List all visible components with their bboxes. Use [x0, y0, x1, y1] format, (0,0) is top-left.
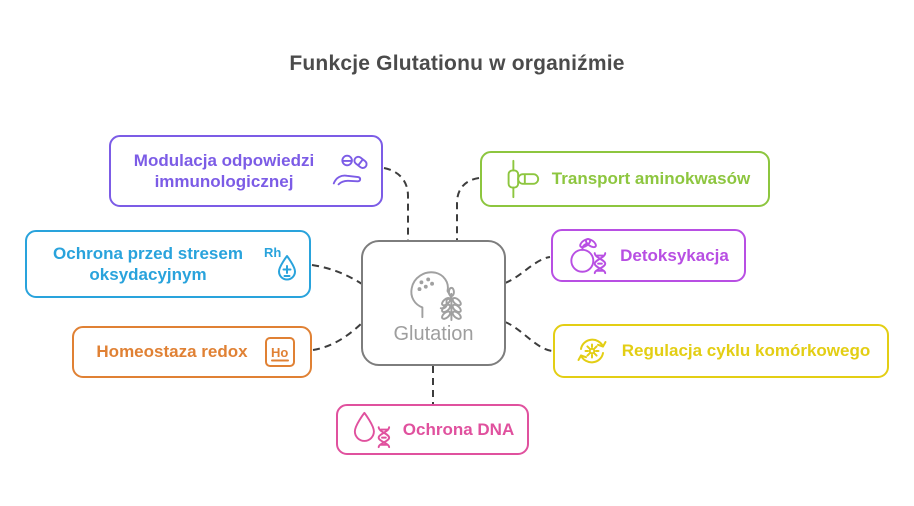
hand-pills-icon: [329, 149, 371, 193]
node-label: Ochrona przed stresem oksydacyjnym: [53, 243, 243, 284]
apple-dna-icon: [568, 235, 610, 277]
node-label: Regulacja cyklu komórkowego: [621, 341, 871, 361]
node-label: Modulacja odpowiedzi immunologicznej: [133, 150, 315, 191]
edge-transport: [456, 177, 480, 241]
edge-regulacja: [504, 321, 553, 352]
rh-droplet-icon: Rh: [261, 240, 301, 288]
head-dots-wheat-icon: [394, 261, 474, 321]
droplet-dna-icon: [351, 410, 393, 450]
edge-homeostaza: [312, 322, 363, 351]
node-regulacja: Regulacja cyklu komórkowego: [553, 324, 889, 378]
center-label: Glutation: [393, 322, 474, 345]
edge-ochrona-stres: [311, 264, 363, 285]
cycle-gear-icon: [572, 333, 612, 369]
node-homeostaza: Homeostaza redox Ho: [72, 326, 312, 378]
node-label: Detoksykacja: [620, 245, 729, 265]
node-label: Homeostaza redox: [96, 342, 248, 362]
edge-modulacja: [383, 167, 409, 241]
svg-text:Ho: Ho: [271, 345, 288, 360]
node-transport: Transport aminokwasów: [480, 151, 770, 207]
node-glutation: Glutation: [361, 240, 506, 366]
ho-element-icon: Ho: [262, 334, 298, 370]
node-modulacja: Modulacja odpowiedzi immunologicznej: [109, 135, 383, 207]
node-detoksykacja: Detoksykacja: [551, 229, 746, 282]
node-label: Transport aminokwasów: [551, 169, 751, 189]
zipline-pill-icon: [500, 157, 542, 201]
svg-text:Rh: Rh: [264, 245, 281, 260]
page-title: Funkcje Glutationu w organiźmie: [289, 52, 625, 75]
edge-detoksykacja: [504, 256, 551, 284]
node-ochrona-stres: Ochrona przed stresem oksydacyjnym Rh: [25, 230, 311, 298]
node-label: Ochrona DNA: [402, 419, 515, 439]
node-ochrona-dna: Ochrona DNA: [336, 404, 529, 455]
